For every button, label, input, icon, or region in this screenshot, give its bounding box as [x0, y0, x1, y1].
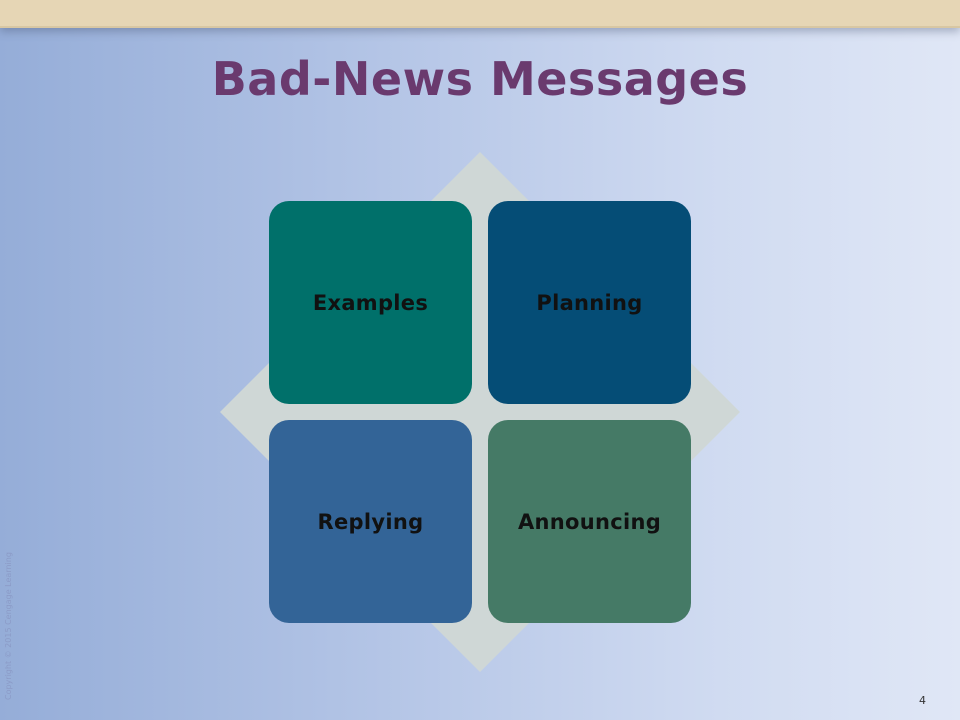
tile-label-replying: Replying [317, 509, 424, 534]
tile-label-announcing: Announcing [517, 509, 662, 534]
top-decorative-bar [0, 0, 960, 28]
copyright-notice: Copyright © 2015 Cengage Learning [4, 552, 13, 700]
matrix-tile-planning: Planning [488, 201, 691, 404]
page-number: 4 [919, 694, 926, 707]
matrix-tile-replying: Replying [269, 420, 472, 623]
tile-label-examples: Examples [312, 290, 429, 315]
slide-title: Bad-News Messages [211, 52, 749, 106]
matrix-tile-announcing: Announcing [488, 420, 691, 623]
tile-label-planning: Planning [536, 290, 643, 315]
matrix-tile-examples: Examples [269, 201, 472, 404]
